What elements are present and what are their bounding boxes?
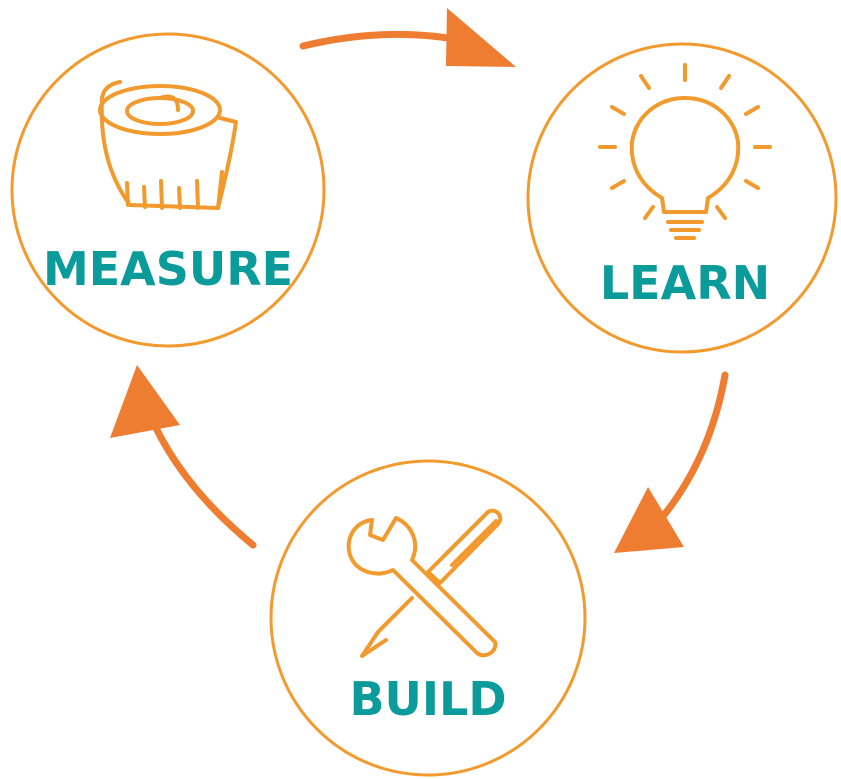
build-label: BUILD — [349, 672, 507, 726]
arrow-build-to-measure — [110, 365, 257, 549]
arrow-measure-to-learn — [299, 8, 516, 67]
arrow-learn-to-build — [614, 371, 729, 553]
learn-circle — [526, 42, 838, 354]
measure-label: MEASURE — [42, 242, 294, 296]
build-circle — [269, 459, 587, 777]
measure-circle — [10, 32, 326, 348]
light-bulb-icon — [598, 63, 772, 240]
wrench-screwdriver-icon — [346, 508, 503, 658]
learn-label: LEARN — [599, 256, 771, 310]
tape-measure-icon — [98, 80, 238, 210]
